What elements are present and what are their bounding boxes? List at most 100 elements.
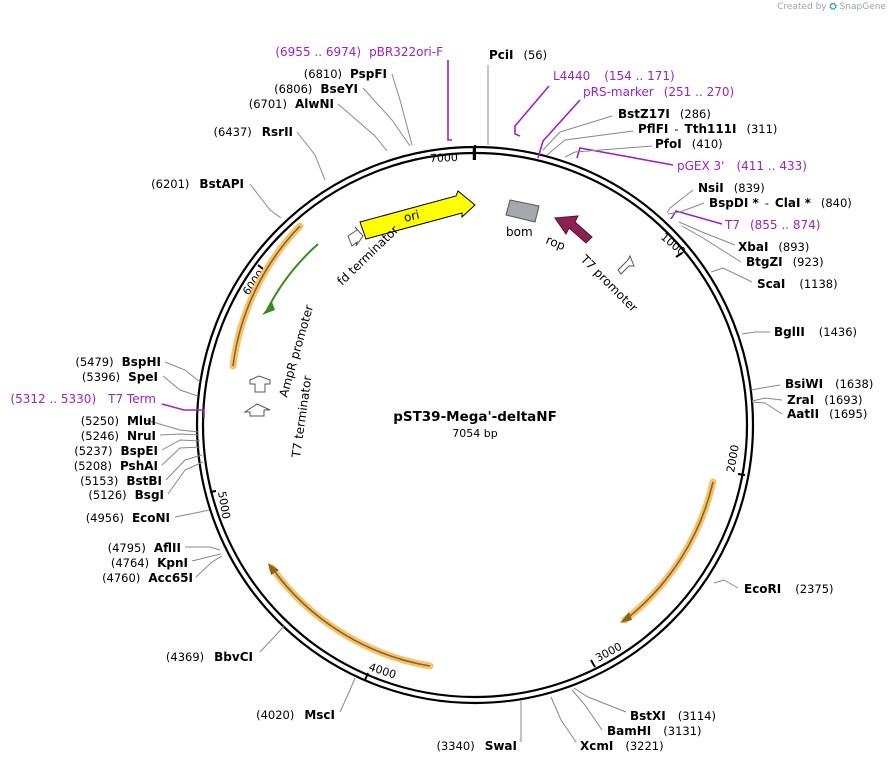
enzyme-pos: (5126) — [88, 488, 126, 502]
primer-label-pbr322ori-f: (6955 .. 6974)pBR322ori-F — [275, 45, 443, 59]
leader-line — [191, 553, 222, 562]
primer-tick — [576, 147, 674, 166]
enzyme-name: BspHI — [122, 355, 161, 369]
tick-mark — [257, 264, 264, 270]
enzyme-pos: (4795) — [108, 541, 146, 555]
enzyme-name: BsiWI — [785, 377, 823, 391]
leader-line — [573, 687, 627, 713]
enzyme-label-xbai: XbaI(893) — [738, 240, 809, 254]
enzyme-name: MscI — [304, 708, 335, 722]
t7-promoter-feature — [617, 254, 635, 275]
primer-range: (6955 .. 6974) — [275, 45, 361, 59]
enzyme-pos: (5208) — [74, 459, 112, 473]
leader-line — [546, 130, 634, 156]
primer-labels: (6955 .. 6974)pBR322ori-F L4440 (154 .. 1… — [10, 45, 820, 406]
enzyme-label-acc65i: (4760)Acc65I — [102, 571, 193, 585]
enzyme-name: EcoRI — [744, 582, 781, 596]
rop-label: rop — [544, 233, 567, 253]
primer-range: (154 .. 171) — [604, 69, 674, 83]
enzyme-label-bstbi: (5153)BstBI — [80, 474, 162, 488]
enzyme-pos: (3114) — [678, 709, 716, 723]
enzyme-label-kpni: (4764) KpnI — [111, 556, 188, 570]
enzyme-name: BstBI — [126, 474, 162, 488]
plasmid-length: 7054 bp — [452, 427, 497, 440]
enzyme-label-swai: (3340)SwaI — [436, 739, 517, 753]
bom-feature — [505, 199, 540, 223]
enzyme-name: BstZ17I — [618, 107, 670, 121]
leader-line — [681, 225, 742, 263]
enzyme-label-pfoi: PfoI(410) — [655, 137, 723, 151]
enzyme-sep: - — [674, 122, 678, 136]
enzyme-pos: (1693) — [824, 393, 862, 407]
primer-name: T7 — [724, 218, 740, 232]
enzyme-pos: (1638) — [835, 377, 873, 391]
orf-arrow-bottom — [271, 567, 431, 667]
fd-terminator-feature — [347, 226, 364, 247]
enzyme-label-xcmi: XcmI(3221) — [580, 739, 664, 753]
primer-markers — [161, 60, 723, 418]
ori-label: ori — [402, 208, 421, 225]
enzyme-name: BstAPI — [199, 177, 244, 191]
primer-tick — [447, 60, 452, 141]
ori-feature — [359, 190, 476, 240]
enzyme-pos: (4764) — [111, 556, 149, 570]
enzyme-name: PciI — [489, 48, 514, 62]
enzyme-pos: (5237) — [74, 444, 112, 458]
enzyme-label-rsrii: (6437) RsrII — [214, 125, 293, 139]
enzyme-label-mlui: (5250) MluI — [81, 414, 156, 428]
tick-mark — [675, 252, 683, 258]
enzyme-label-pshai: (5208)PshAI — [74, 459, 158, 473]
enzyme-name: BspDI * — [709, 196, 759, 210]
enzyme-name: NruI — [127, 429, 156, 443]
credit-brand: SnapGene — [839, 2, 886, 12]
enzyme-name: ScaI — [757, 277, 785, 291]
leader-line — [710, 267, 753, 283]
enzyme-name: AflII — [154, 541, 181, 555]
enzyme-name: BbvCI — [214, 650, 253, 664]
enzyme-label-pspfi: (6810)PspFI — [304, 67, 387, 81]
rop-feature — [554, 215, 593, 244]
enzyme-name: SwaI — [485, 739, 517, 753]
orf-arrow-right — [624, 481, 714, 621]
enzyme-label-bspei: (5237)BspEI — [74, 444, 158, 458]
enzyme-pos: (4020) — [256, 708, 294, 722]
primer-tick — [670, 210, 723, 225]
enzyme-pos: (6201) — [151, 177, 189, 191]
leader-line — [391, 73, 413, 146]
orf-arrowhead — [620, 612, 632, 623]
leader-line — [195, 555, 223, 578]
enzyme-labels-right: PciI(56) BstZ17I(286) PflFI-Tth111I(311)… — [489, 48, 873, 753]
enzyme-name: AlwNI — [295, 97, 334, 111]
leader-line — [145, 419, 200, 433]
tick-label-4000: 4000 — [367, 660, 398, 681]
enzyme-pos: (6437) — [214, 125, 252, 139]
plasmid-backbone — [195, 145, 755, 705]
enzyme-name-2: ClaI * — [775, 196, 812, 210]
enzyme-pos: (5250) — [81, 414, 119, 428]
enzyme-name: MluI — [127, 414, 156, 428]
enzyme-name: RsrII — [262, 125, 293, 139]
enzyme-name: BsgI — [135, 488, 164, 502]
enzyme-name: KpnI — [157, 556, 188, 570]
leader-line — [185, 546, 221, 551]
enzyme-label-bstz17i: BstZ17I(286) — [618, 107, 711, 121]
enzyme-label-bstapi: (6201) BstAPI — [151, 177, 244, 191]
primer-label-pgex-3: pGEX 3'(411 .. 433) — [677, 159, 807, 173]
enzyme-name: BamHI — [607, 724, 651, 738]
primer-tick — [161, 403, 205, 418]
leader-line — [337, 103, 388, 152]
enzyme-pos: (839) — [734, 181, 765, 195]
primer-tick — [514, 85, 550, 137]
primer-range: (411 .. 433) — [736, 159, 806, 173]
t7-terminator-feature — [243, 403, 271, 417]
leader-line — [571, 689, 603, 731]
enzyme-label-bbvci: (4369) BbvCI — [166, 650, 253, 664]
leader-line — [678, 221, 736, 246]
enzyme-pos: (4369) — [166, 650, 204, 664]
leader-line — [249, 183, 282, 219]
enzyme-leaders — [145, 65, 783, 743]
enzyme-pos: (1695) — [829, 407, 867, 421]
enzyme-name: EcoNI — [132, 511, 170, 525]
primer-name: L4440 — [553, 69, 590, 83]
